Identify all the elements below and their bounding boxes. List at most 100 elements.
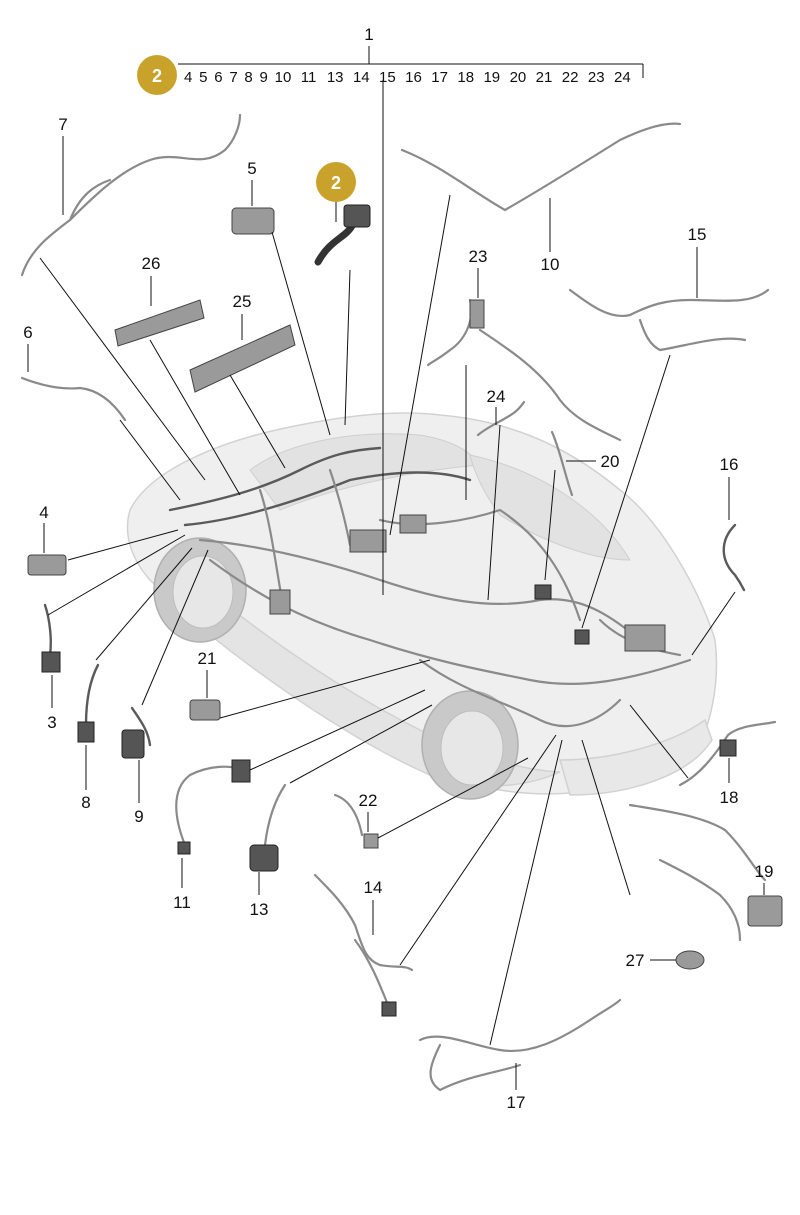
parts: 2 3 4 5 6 7 8 9: [20, 113, 783, 1112]
leader-6-to-car: [119, 419, 181, 501]
part-14-branch: [353, 938, 390, 1007]
car-windshield: [249, 433, 481, 511]
leader-8-to-car: [95, 547, 193, 661]
car-side-panel: [168, 558, 561, 787]
callout-25: 25: [233, 292, 252, 311]
part-5-sensor: [231, 207, 275, 235]
rear-wheel: [421, 690, 519, 800]
header-item-24: 24: [614, 69, 631, 86]
on-car-module-b: [399, 514, 427, 534]
leader-18-to-car: [629, 704, 689, 779]
part-26-bracket: [114, 299, 205, 347]
header-item-8: 8: [244, 69, 252, 86]
on-car-connector-a: [534, 584, 552, 600]
part-24-cable: [476, 400, 526, 437]
part-7-branch: [68, 178, 112, 222]
part-23-module: [469, 299, 485, 329]
part-19-module: [747, 895, 783, 927]
part-6-harness: [20, 376, 127, 422]
part-10-harness: [400, 122, 682, 212]
on-car-harness: [168, 446, 692, 728]
part-23-branch: [478, 328, 622, 442]
leader-20-to-car: [544, 469, 556, 581]
part-13-sensor: [249, 844, 279, 872]
part-4-sensor: [27, 554, 67, 576]
harness-dash-drop: [258, 488, 284, 602]
header-item-6: 6: [214, 69, 222, 86]
callout-20: 20: [601, 452, 620, 471]
harness-front-a: [168, 446, 382, 512]
part-19-harness-a: [628, 803, 767, 882]
callout-5: 5: [247, 159, 256, 178]
leader-15-to-car: [581, 354, 671, 629]
callout-17: 17: [507, 1093, 526, 1112]
header-item-7: 7: [229, 69, 237, 86]
header-item-14: 14: [353, 69, 370, 86]
leader-11-to-car: [249, 689, 426, 771]
callout-27: 27: [626, 951, 645, 970]
header-item-20: 20: [510, 69, 527, 86]
part-11-connector: [231, 759, 251, 783]
header-item-15: 15: [379, 69, 396, 86]
leader-3-to-car: [47, 534, 186, 616]
callout-18: 18: [720, 788, 739, 807]
callout-26: 26: [142, 254, 161, 273]
car-rear-bumper: [559, 718, 713, 796]
part-16-cable: [722, 523, 746, 592]
harness-main-floor: [198, 538, 642, 642]
part-9-sensor: [121, 729, 145, 759]
part-18-connector: [719, 739, 737, 757]
part-3-sensor: [41, 651, 61, 673]
header-item-16: 16: [405, 69, 422, 86]
part-17-harness: [418, 998, 622, 1052]
callout-16: 16: [720, 455, 739, 474]
callout-24: 24: [487, 387, 506, 406]
part-22-cable: [333, 793, 364, 837]
leader-5-to-car: [271, 231, 331, 436]
part-3-cable: [43, 603, 52, 657]
leader-25-to-car: [229, 374, 286, 469]
leader-4-to-car: [67, 529, 179, 561]
header-badge: [137, 55, 177, 95]
rear-rim: [440, 710, 504, 786]
header-item-4: 4: [184, 69, 192, 86]
header-item-10: 10: [275, 69, 292, 86]
part-22-connector: [363, 833, 379, 849]
callout-14: 14: [364, 878, 383, 897]
header-item-11: 11: [301, 69, 317, 86]
callout-9: 9: [134, 807, 143, 826]
leader-9-to-car: [141, 549, 209, 706]
harness-rear: [418, 658, 622, 728]
part-14-harness: [313, 873, 414, 972]
callout-badge-2: [316, 162, 356, 202]
on-car-module-a: [349, 529, 387, 553]
front-wheel: [153, 537, 247, 643]
header-item-23: 23: [588, 69, 605, 86]
part-13-cable: [263, 783, 287, 847]
callout-6: 6: [23, 323, 32, 342]
leader-22-to-car: [377, 757, 529, 839]
car-outline: [126, 412, 718, 800]
leader-14-to-car: [399, 734, 557, 966]
callout-4: 4: [39, 503, 48, 522]
callout-19: 19: [755, 862, 774, 881]
header-item-19: 19: [483, 69, 500, 86]
callout-21: 21: [198, 649, 217, 668]
leader-13-to-car: [289, 704, 433, 784]
part-8-cable: [84, 663, 100, 727]
callout-13: 13: [250, 900, 269, 919]
leader-10-to-car: [389, 194, 451, 536]
callout-15: 15: [688, 225, 707, 244]
callout-7: 7: [58, 115, 67, 134]
header-item-17: 17: [431, 69, 448, 86]
on-car-module-c: [269, 589, 291, 615]
header-badge-label: 2: [152, 66, 162, 86]
callout-8: 8: [81, 793, 90, 812]
harness-dash-drop-2: [328, 468, 352, 547]
header-item-18: 18: [457, 69, 474, 86]
on-car-engine-module: [624, 624, 666, 652]
callout-1: 1: [364, 25, 373, 44]
callout-3: 3: [47, 713, 56, 732]
